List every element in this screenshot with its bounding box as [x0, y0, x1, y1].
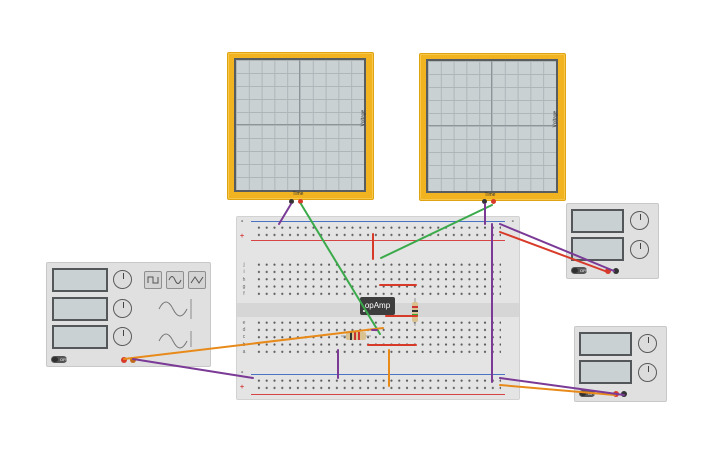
- function-generator-display-2: [52, 297, 108, 321]
- wire-scope1-signal[interactable]: [300, 203, 381, 335]
- wire-fg-signal[interactable]: [123, 327, 384, 360]
- power-supply-1-switch-label: OFF: [580, 268, 588, 273]
- top-rail-minus-label: -: [241, 218, 244, 225]
- wire-psu1-negative[interactable]: [499, 223, 615, 272]
- square-wave-button[interactable]: [144, 271, 162, 289]
- wire-fg-ground[interactable]: [132, 358, 254, 379]
- triangle-wave-button[interactable]: [188, 271, 206, 289]
- power-supply-1-current-knob[interactable]: [630, 240, 649, 259]
- opamp-pin1-dot: [363, 310, 365, 312]
- function-generator-display-1: [52, 268, 108, 292]
- top-terminal-holes[interactable]: [255, 261, 501, 299]
- row-label-h: h: [242, 277, 246, 283]
- opamp-label: opAmp: [364, 301, 391, 310]
- top-rail-minus-label-right: -: [511, 218, 514, 225]
- resistor-2[interactable]: [341, 329, 371, 343]
- oscilloscope-2-probe-black[interactable]: [482, 199, 487, 204]
- triangle-wave-icon: [190, 276, 204, 284]
- amplitude-knob[interactable]: [113, 299, 132, 318]
- function-generator[interactable]: OFF: [46, 262, 211, 367]
- oscilloscope-2-screen: [426, 59, 558, 193]
- wire-scope1-ground[interactable]: [278, 203, 292, 225]
- row-label-i: i: [243, 269, 245, 275]
- row-label-c: c: [242, 334, 246, 340]
- oscilloscope-1-x-label: Time: [292, 191, 304, 197]
- top-power-rail-holes[interactable]: [255, 224, 501, 238]
- wire-scope2-signal[interactable]: [380, 204, 493, 259]
- power-supply-2-voltage-knob[interactable]: [638, 334, 657, 353]
- amplitude-diagram-icon: [158, 299, 192, 319]
- power-supply-2-current-display: [579, 360, 632, 384]
- power-supply-2[interactable]: OFF: [574, 326, 667, 402]
- function-generator-display-3: [52, 325, 108, 349]
- breadboard[interactable]: - + - j i h g f e d c b a - +: [236, 216, 520, 400]
- bottom-rail-plus-label: +: [240, 384, 245, 391]
- offset-diagram-icon: [158, 331, 192, 349]
- power-supply-1-terminal-positive[interactable]: [605, 268, 611, 274]
- oscilloscope-1[interactable]: Voltage Time: [227, 52, 374, 200]
- oscilloscope-2-probe-red[interactable]: [491, 199, 496, 204]
- oscilloscope-1-screen: [234, 58, 366, 192]
- power-supply-1-voltage-display: [571, 209, 624, 233]
- power-supply-2-voltage-display: [579, 332, 632, 356]
- row-label-a: a: [242, 349, 246, 355]
- oscilloscope-1-probe-red[interactable]: [298, 199, 303, 204]
- wire-psu1-positive[interactable]: [499, 231, 606, 272]
- oscilloscope-1-probe-black[interactable]: [289, 199, 294, 204]
- opamp-chip[interactable]: opAmp: [360, 297, 395, 315]
- wire-psu2-positive[interactable]: [499, 384, 616, 396]
- power-supply-1-terminal-negative[interactable]: [613, 268, 619, 274]
- wire-psu2-negative[interactable]: [499, 377, 625, 396]
- row-label-j: j: [243, 262, 245, 268]
- power-supply-1-voltage-knob[interactable]: [630, 211, 649, 230]
- row-label-g: g: [242, 284, 246, 290]
- oscilloscope-2[interactable]: Voltage Time: [419, 53, 566, 201]
- sine-wave-icon: [168, 276, 182, 284]
- bottom-power-rail-holes[interactable]: [255, 377, 501, 391]
- row-label-f: f: [243, 291, 245, 297]
- function-generator-power-switch[interactable]: OFF: [51, 356, 68, 363]
- power-supply-1-power-switch[interactable]: OFF: [571, 267, 588, 274]
- frequency-knob[interactable]: [113, 270, 132, 289]
- row-label-d: d: [242, 327, 246, 333]
- function-generator-switch-label: OFF: [60, 357, 68, 362]
- oscilloscope-2-x-label: Time: [484, 192, 496, 198]
- power-supply-2-current-knob[interactable]: [638, 363, 657, 382]
- sine-wave-button[interactable]: [166, 271, 184, 289]
- row-label-e: e: [242, 320, 246, 326]
- square-wave-icon: [147, 276, 159, 284]
- power-supply-1[interactable]: OFF: [566, 203, 659, 279]
- top-rail-plus-label: +: [240, 233, 245, 240]
- bottom-rail-minus-label: -: [241, 369, 244, 376]
- offset-knob[interactable]: [113, 327, 132, 346]
